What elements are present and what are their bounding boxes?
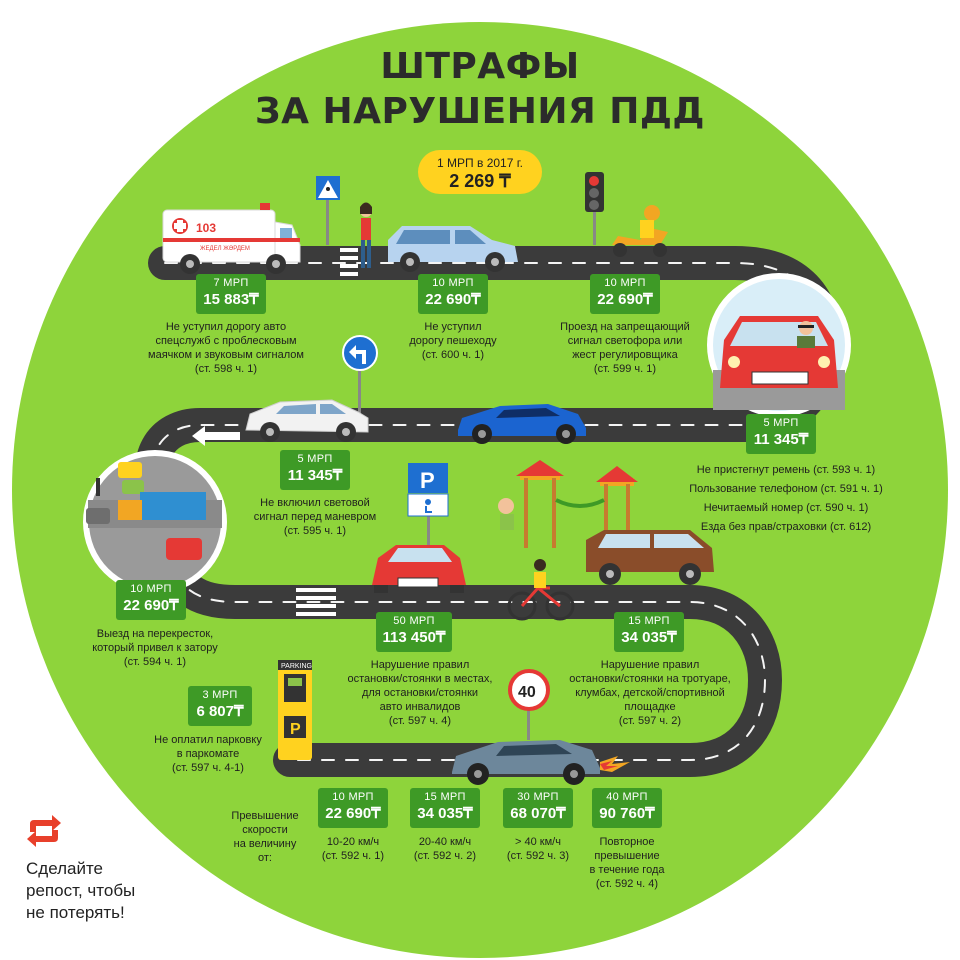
fine-box-disabled-parking: 50 МРП 113 450₸ [376,612,452,652]
pedestrian-woman [360,202,372,268]
fine-box-traffic-light: 10 МРП 22 690₸ [590,274,660,314]
zebra-crossing-top [340,248,358,276]
fine-label: 15 МРП [424,791,466,803]
title-line-2: ЗА НАРУШЕНИЯ ПДД [255,91,705,132]
fine-amount: 22 690₸ [425,291,481,308]
speed-sign-number: 40 [518,684,536,701]
fine-label: 3 МРП [202,689,238,701]
inset-intersection [83,450,227,594]
cyclist [507,559,575,621]
fine-label: 30 МРП [517,791,559,803]
fine-box-speed-10-20: 10 МРП 22 690₸ [318,788,388,828]
fine-description-seatbelt: Не пристегнут ремень (ст. 593 ч. 1)Польз… [689,464,883,533]
fine-amount: 113 450₸ [382,629,446,646]
repost-line: не потерять! [26,903,125,922]
scooter-rider [612,205,668,257]
fine-box-seatbelt: 5 МРП 11 345₸ [746,414,816,454]
white-sedan [245,399,369,442]
fine-label: 10 МРП [130,583,172,595]
inset-red-car-driver [707,273,851,417]
fine-description-speed-10-20: 10-20 км/ч(ст. 592 ч. 1) [321,836,385,862]
fine-amount: 15 883₸ [203,291,259,308]
fine-label: 10 МРП [604,277,646,289]
fine-amount: 90 760₸ [599,805,655,822]
fine-box-speed-repeat: 40 МРП 90 760₸ [592,788,662,828]
speed-limit-sign: 40 [508,669,550,740]
mrp-rate-value: 2 269 ₸ [449,171,511,191]
left-turn-sign [342,335,378,416]
traffic-light [585,172,604,245]
fine-amount: 11 345₸ [287,467,343,484]
ambulance-illustration: 103 ЖЕДЕЛ ЖӘРДЕМ [162,203,301,274]
fine-box-speed-20-40: 15 МРП 34 035₸ [410,788,480,828]
fine-label: 5 МРП [297,453,333,465]
fine-description-speed-40: > 40 км/ч(ст. 592 ч. 3) [506,836,570,862]
fine-label: 40 МРП [606,791,648,803]
fine-amount: 68 070₸ [510,805,566,822]
playground [498,460,638,548]
fine-label: 5 МРП [763,417,799,429]
fine-box-parking-meter: 3 МРП 6 807₸ [188,686,252,726]
brown-suv [586,530,714,585]
repost-icon[interactable] [22,814,66,848]
fine-box-ambulance: 7 МРП 15 883₸ [196,274,266,314]
mrp-rate-label: 1 МРП в 2017 г. [437,156,523,170]
fine-label: 15 МРП [628,615,670,627]
fine-box-pedestrian: 10 МРП 22 690₸ [418,274,488,314]
ambulance-number: 103 [196,221,216,235]
fine-label: 50 МРП [393,615,435,627]
fine-amount: 11 345₸ [753,431,809,448]
title-line-1: ШТРАФЫ [380,46,580,87]
red-parked-car [372,545,466,593]
zebra-crossing-middle [296,588,336,616]
blue-sports-car [458,404,586,444]
disabled-parking-sign: P [407,463,449,545]
fine-box-speed-40: 30 МРП 68 070₸ [503,788,573,828]
fine-description-intersection: Выезд на перекресток,который привел к за… [92,628,218,668]
fine-amount: 22 690₸ [123,597,179,614]
fine-box-turn-signal: 5 МРП 11 345₸ [280,450,350,490]
parking-meter-letter: P [290,721,301,738]
blue-car-top [388,226,518,272]
pedestrian-crossing-sign [316,176,340,245]
fine-amount: 6 807₸ [196,703,244,720]
parking-meter: PARKING P [278,660,312,760]
repost-line: репост, чтобы [26,881,136,900]
repost-call-to-action: Сделайте репост, чтобы не потерять! [26,858,135,924]
fine-amount: 34 035₸ [621,629,677,646]
fine-amount: 34 035₸ [417,805,473,822]
parking-meter-label: PARKING [281,663,312,670]
parking-sign-letter: P [420,468,435,493]
fine-description-speed-20-40: 20-40 км/ч(ст. 592 ч. 2) [413,836,477,862]
fine-label: 7 МРП [213,277,249,289]
fine-box-intersection: 10 МРП 22 690₸ [116,580,186,620]
fine-label: 10 МРП [332,791,374,803]
grey-sports-car [452,740,630,785]
fine-box-sidewalk-parking: 15 МРП 34 035₸ [614,612,684,652]
road-direction-arrow [192,426,240,446]
fine-label: 10 МРП [432,277,474,289]
ambulance-text: ЖЕДЕЛ ЖӘРДЕМ [200,246,250,252]
repost-line: Сделайте [26,859,104,878]
fine-amount: 22 690₸ [597,291,653,308]
fine-amount: 22 690₸ [325,805,381,822]
mrp-rate-badge: 1 МРП в 2017 г. 2 269 ₸ [418,150,542,194]
